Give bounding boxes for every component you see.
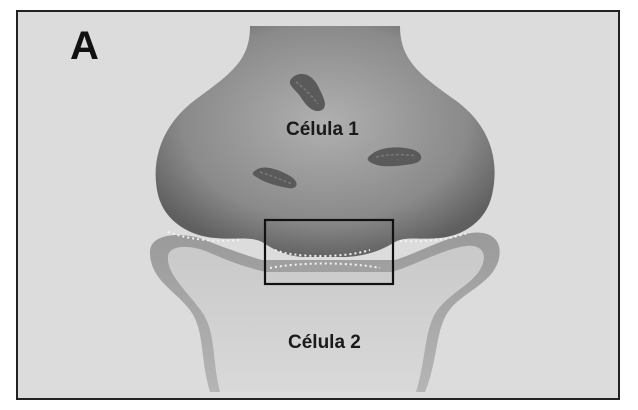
cell2-label: Célula 2: [288, 333, 361, 352]
panel-letter: A: [70, 26, 99, 66]
cell1-body: [156, 26, 495, 257]
cell1-label: Célula 1: [286, 120, 359, 139]
